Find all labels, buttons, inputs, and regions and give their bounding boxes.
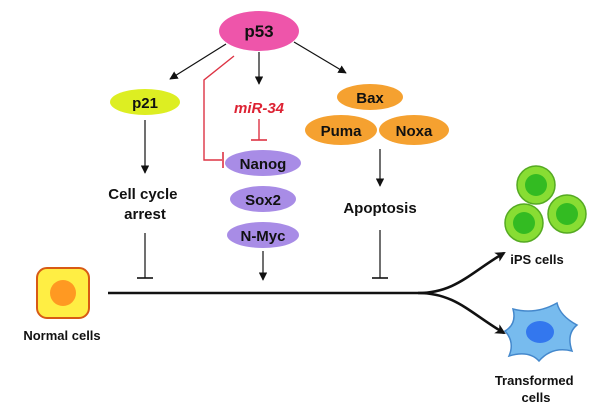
puma-node bbox=[305, 115, 377, 145]
puma-label: Puma bbox=[321, 123, 363, 140]
cell-cycle-arrest-label: Cell cycle arrest bbox=[108, 186, 181, 223]
ips-cell-right-nucleus bbox=[556, 203, 578, 225]
noxa-label: Noxa bbox=[396, 123, 433, 140]
normal-cells-label: Normal cells bbox=[23, 328, 100, 343]
transformed-line2: cells bbox=[522, 390, 551, 405]
sox2-label: Sox2 bbox=[245, 192, 281, 209]
ips-cell-left-nucleus bbox=[513, 212, 535, 234]
ips-cells-label: iPS cells bbox=[510, 252, 563, 267]
p21-label: p21 bbox=[132, 95, 158, 112]
mir34-label: miR-34 bbox=[234, 100, 285, 117]
transformed-cell-nucleus bbox=[526, 321, 554, 343]
path-to-ips-cells bbox=[417, 251, 506, 295]
arrow-p53-to-p21 bbox=[169, 43, 227, 80]
p53-node bbox=[219, 11, 299, 51]
ips-cell-top-nucleus bbox=[525, 174, 547, 196]
nanog-node bbox=[225, 150, 301, 176]
normal-cell-nucleus bbox=[50, 280, 76, 306]
apoptosis-label: Apoptosis bbox=[343, 200, 416, 217]
p21-node bbox=[110, 89, 180, 115]
noxa-node bbox=[379, 115, 449, 145]
nanog-label: Nanog bbox=[240, 156, 287, 173]
inhibit-p53-to-nanog bbox=[203, 55, 235, 161]
sox2-node bbox=[230, 186, 296, 212]
cell-cycle-line2: arrest bbox=[124, 206, 166, 223]
arrow-p53-to-bax bbox=[293, 41, 347, 74]
nmyc-node bbox=[227, 222, 299, 248]
nmyc-label: N-Myc bbox=[240, 228, 285, 245]
cell-cycle-line1: Cell cycle bbox=[108, 186, 177, 203]
path-to-transformed-cells bbox=[417, 291, 506, 335]
bax-node bbox=[337, 84, 403, 110]
transformed-line1: Transformed bbox=[495, 373, 574, 388]
transformed-cells-label: Transformed cells bbox=[495, 373, 577, 405]
p53-label: p53 bbox=[244, 22, 273, 41]
bax-label: Bax bbox=[356, 90, 384, 107]
